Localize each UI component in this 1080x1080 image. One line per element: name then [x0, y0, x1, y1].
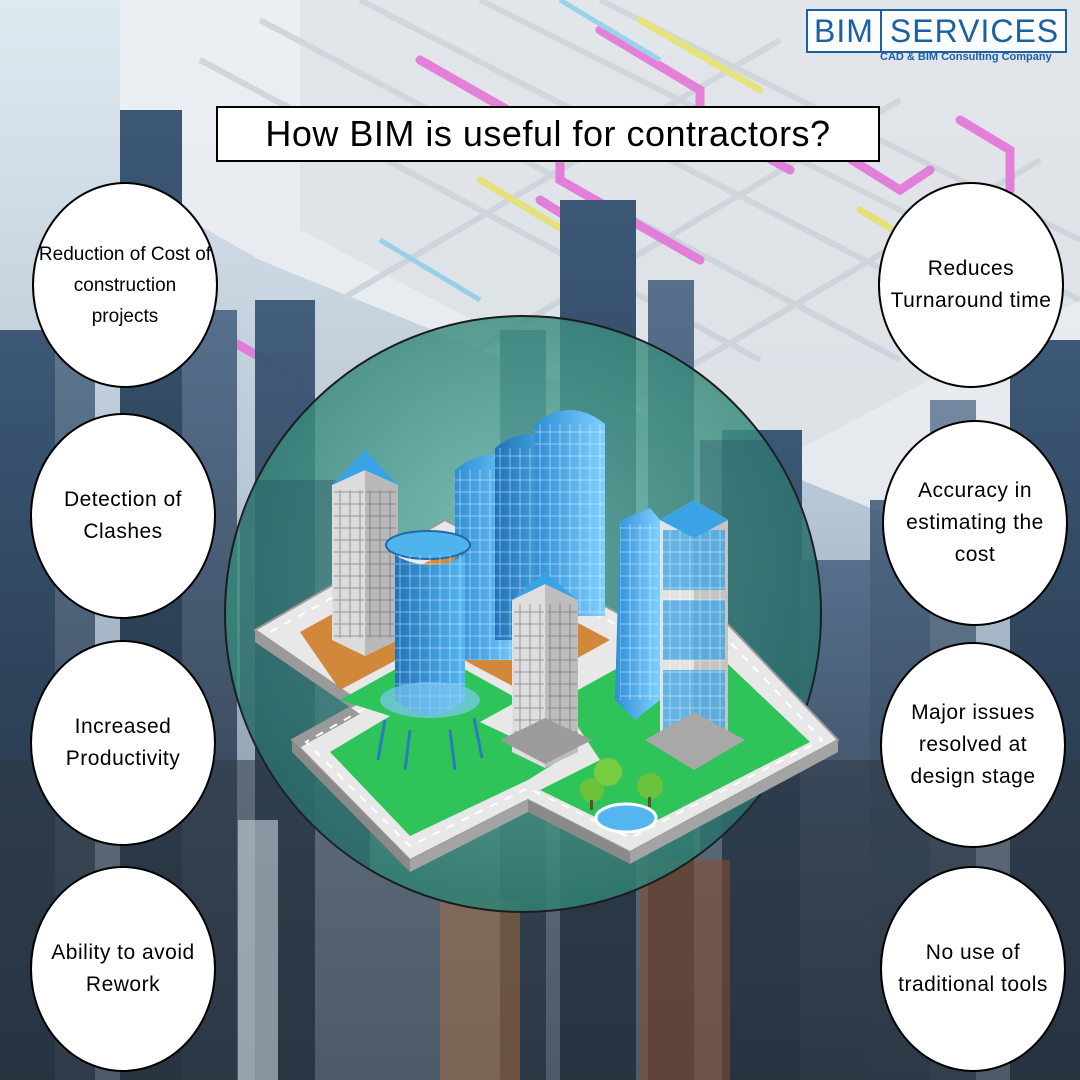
benefit-turnaround: Reduces Turnaround time	[878, 182, 1064, 388]
benefit-cost-reduction: Reduction of Cost of construction projec…	[32, 182, 218, 388]
benefit-label: Reduces Turnaround time	[890, 257, 1052, 312]
logo-word-bim: BIM	[814, 13, 874, 49]
benefit-label: Detection of Clashes	[63, 488, 183, 543]
benefit-design-stage: Major issues resolved at design stage	[880, 642, 1066, 848]
logo-tagline: CAD & BIM Consulting Company	[880, 51, 1052, 63]
benefit-productivity: Increased Productivity	[30, 640, 216, 846]
benefit-clash-detection: Detection of Clashes	[30, 413, 216, 619]
benefit-label: Reduction of Cost of construction projec…	[38, 243, 212, 327]
benefit-label: No use of traditional tools	[898, 941, 1048, 996]
benefit-cost-estimation: Accuracy in estimating the cost	[882, 420, 1068, 626]
company-logo: BIM SERVICES CAD & BIM Consulting Compan…	[806, 9, 1068, 67]
benefit-label: Ability to avoid Rework	[51, 941, 195, 996]
logo-wordmark: BIM SERVICES	[806, 9, 1068, 53]
logo-word-services: SERVICES	[879, 11, 1065, 51]
benefit-no-traditional-tools: No use of traditional tools	[880, 866, 1066, 1072]
page-title: How BIM is useful for contractors?	[216, 106, 880, 162]
benefit-avoid-rework: Ability to avoid Rework	[30, 866, 216, 1072]
benefit-label: Increased Productivity	[65, 715, 181, 770]
benefit-label: Accuracy in estimating the cost	[906, 479, 1044, 566]
benefit-label: Major issues resolved at design stage	[910, 701, 1036, 788]
